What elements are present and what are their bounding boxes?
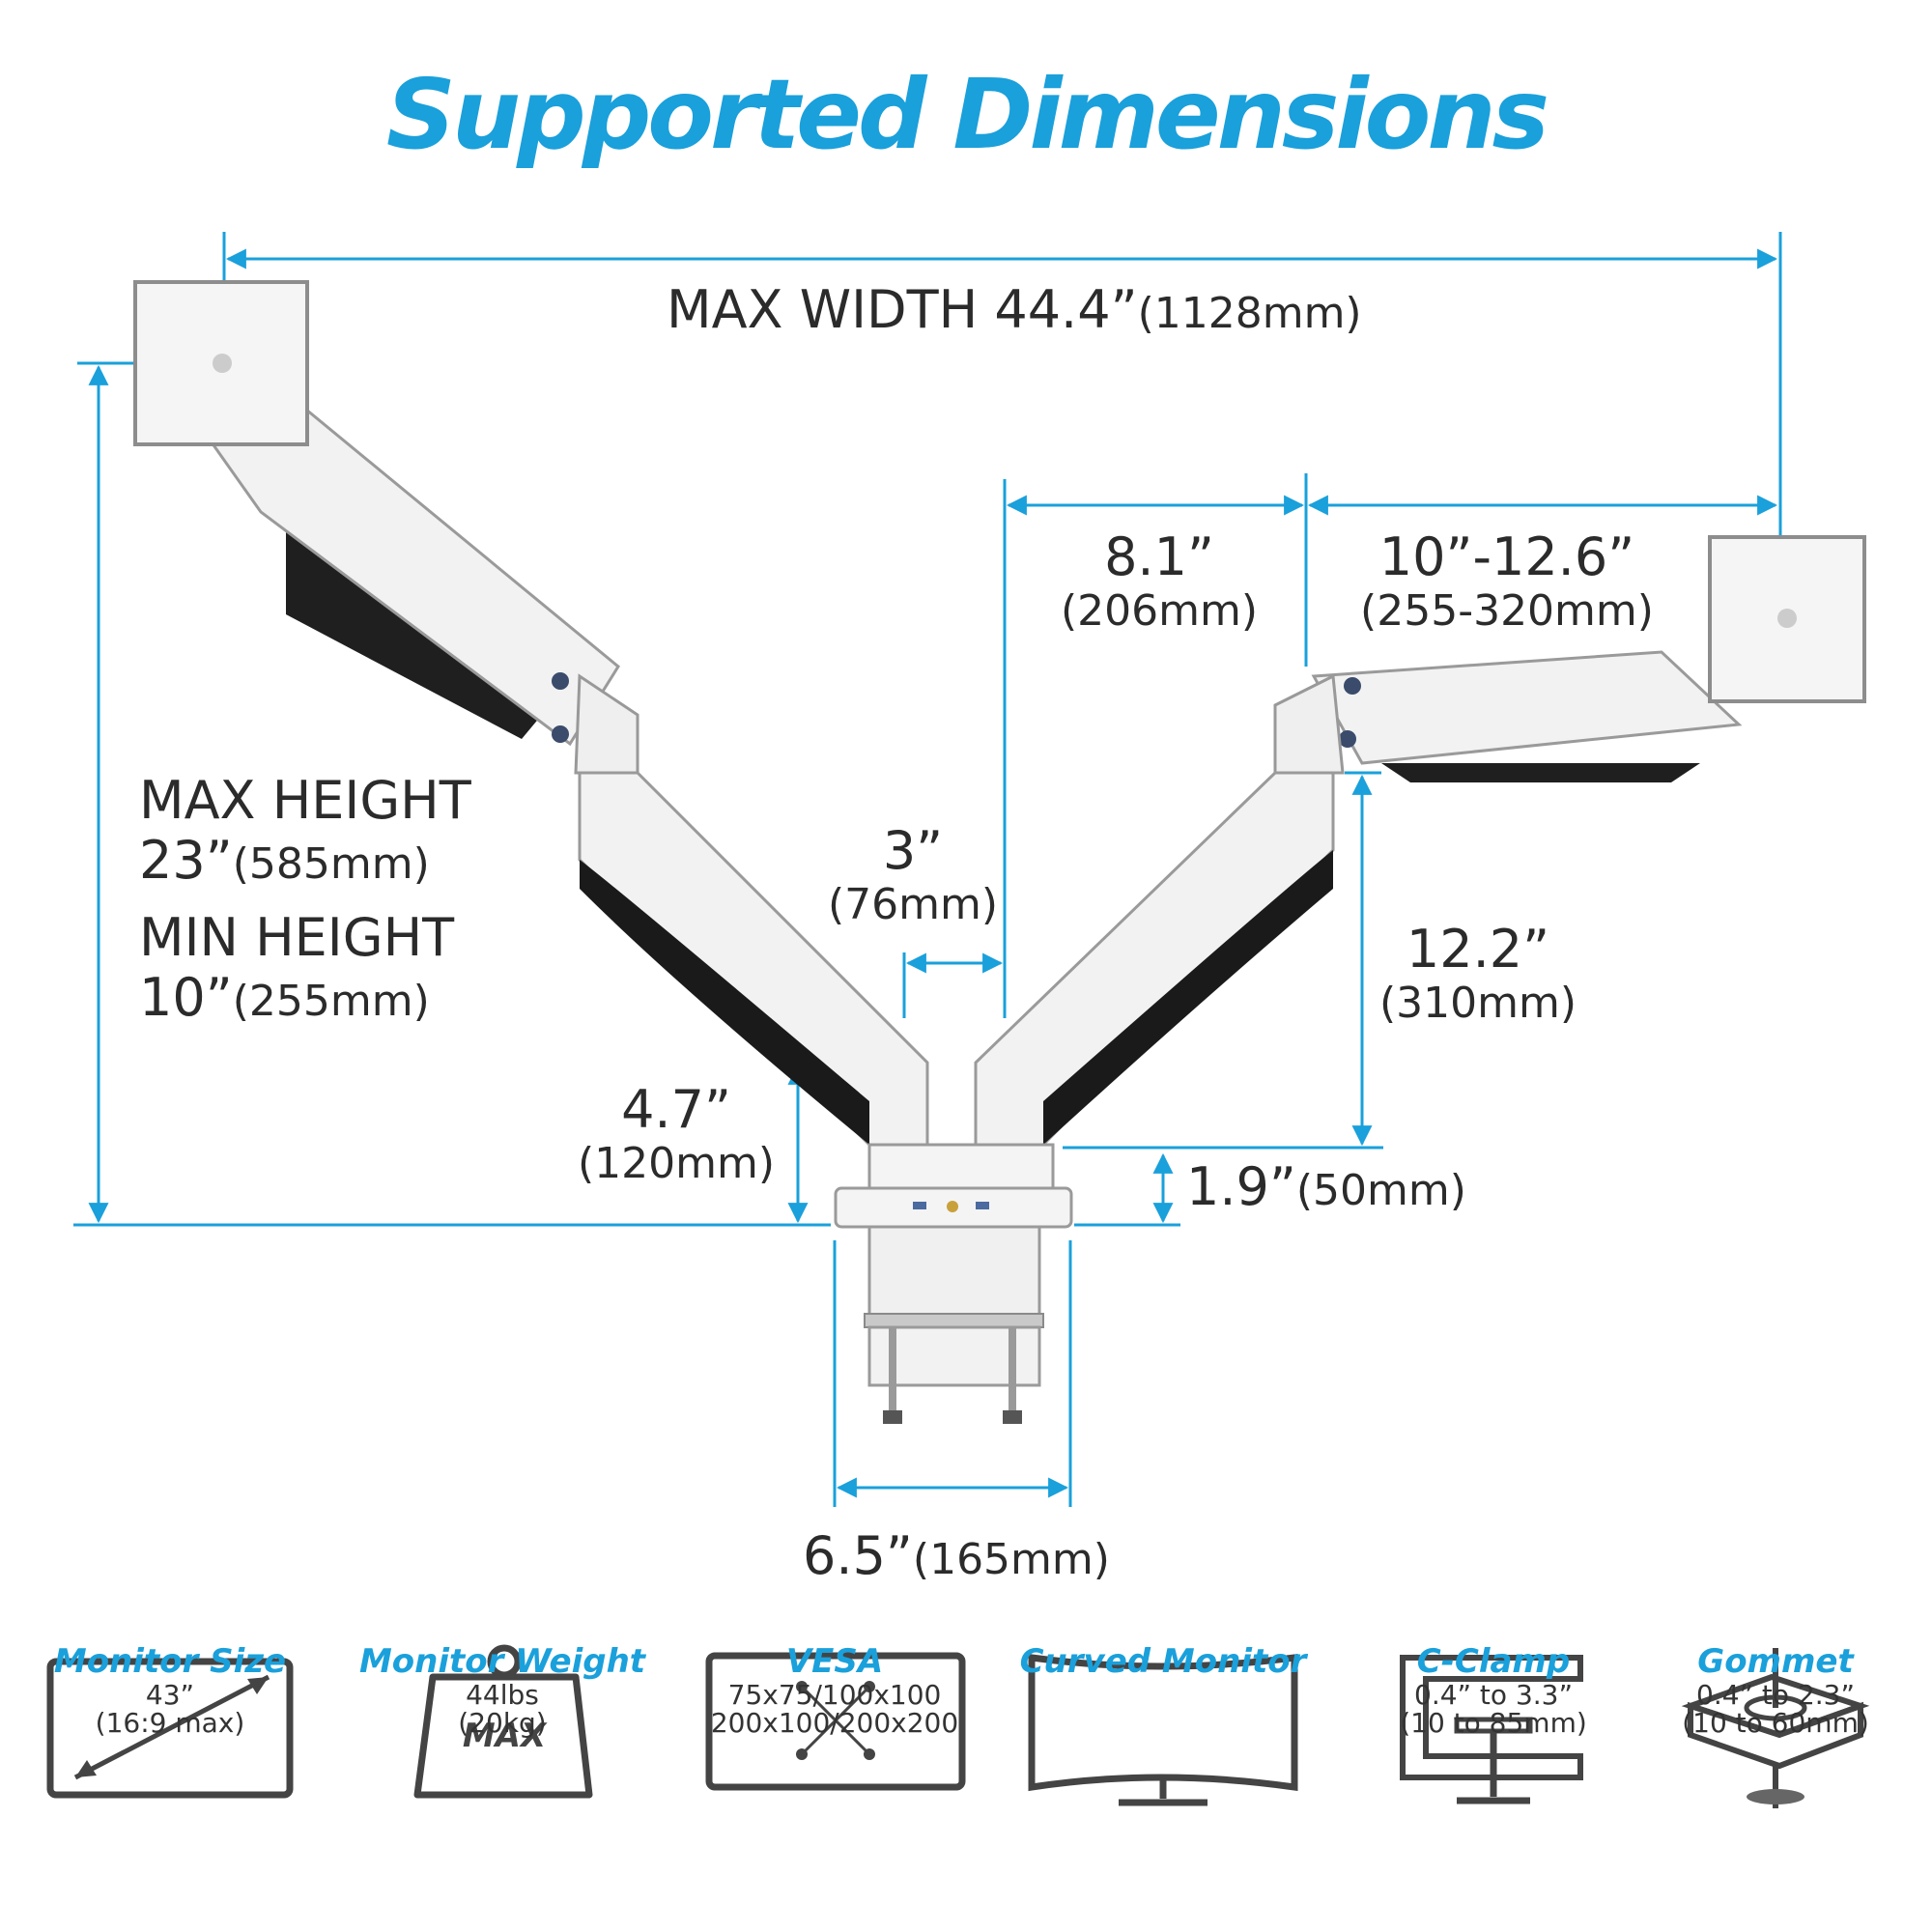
right-arm	[974, 535, 1866, 1147]
clamp-height-metric: (50mm)	[1295, 1166, 1466, 1215]
feature-label: Monitor Size	[53, 1642, 287, 1681]
arm-length-value: 8.1”	[1104, 526, 1214, 587]
max-height-value: 23”	[139, 830, 233, 892]
dimension-lines	[73, 232, 1782, 1507]
grommet-icon	[1681, 1648, 1870, 1808]
arm-height-value: 12.2”	[1406, 919, 1550, 980]
clamp-height-label: 1.9”(50mm)	[1186, 1156, 1466, 1217]
feature-label: VESA	[785, 1642, 884, 1681]
base-height-label: 4.7” (120mm)	[570, 1079, 782, 1189]
clamp-base	[834, 1143, 1073, 1424]
max-width-label: MAX WIDTH 44.4”(1128mm)	[667, 279, 1362, 340]
feature-detail: (20kg)	[458, 1707, 547, 1740]
vesa-icon	[705, 1652, 966, 1791]
arm-height-metric: (310mm)	[1378, 979, 1577, 1029]
arm-extension-label: 10”-12.6” (255-320mm)	[1343, 526, 1671, 637]
c-clamp-icon	[1400, 1655, 1583, 1804]
pole-gap-label: 3” (76mm)	[821, 820, 1005, 930]
max-width-metric: (1128mm)	[1137, 289, 1362, 338]
base-height-metric: (120mm)	[577, 1139, 776, 1189]
arm-height-label: 12.2” (310mm)	[1372, 919, 1584, 1029]
feature-detail: 200x100/200x200	[710, 1707, 959, 1740]
feature-vesa: VESA 75x75/100x100 200x100/200x200	[690, 1642, 980, 1738]
left-arm	[133, 280, 929, 1147]
weight-icon-text: MAX	[463, 1717, 548, 1755]
base-width-value: 6.5”	[803, 1525, 913, 1586]
feature-monitor-size: Monitor Size 43” (16:9 max)	[25, 1642, 315, 1738]
clamp-height-value: 1.9”	[1186, 1156, 1296, 1217]
feature-c-clamp: C-Clamp 0.4” to 3.3” (10 to 85mm)	[1349, 1642, 1638, 1738]
feature-curved-monitor: Curved Monitor	[1018, 1642, 1308, 1681]
feature-detail: (10 to 85mm)	[1400, 1707, 1587, 1740]
page-title: Supported Dimensions	[385, 58, 1549, 171]
arm-extension-value: 10”-12.6”	[1378, 526, 1635, 587]
feature-label: C-Clamp	[1416, 1642, 1571, 1681]
feature-detail: (10 to 60mm)	[1682, 1707, 1869, 1740]
feature-grommet: Gommet 0.4” to 2.3” (10 to 60mm)	[1631, 1642, 1920, 1738]
max-width-value: MAX WIDTH 44.4”	[667, 279, 1138, 340]
min-height-metric: (255mm)	[232, 977, 430, 1027]
feature-detail: 44lbs	[466, 1679, 539, 1711]
feature-detail: (16:9 max)	[95, 1707, 245, 1740]
arm-length-metric: (206mm)	[1060, 586, 1259, 637]
base-width-label: 6.5”(165mm)	[773, 1525, 1140, 1586]
min-height-title: MIN HEIGHT	[139, 907, 455, 968]
feature-label: Monitor Weight	[358, 1642, 646, 1681]
arm-extension-metric: (255-320mm)	[1360, 586, 1654, 637]
base-height-value: 4.7”	[621, 1079, 731, 1140]
feature-detail: 0.4” to 3.3”	[1414, 1679, 1573, 1711]
min-height-value: 10”	[139, 967, 233, 1029]
feature-label: Curved Monitor	[1019, 1642, 1307, 1681]
base-width-metric: (165mm)	[912, 1535, 1110, 1584]
arm-length-label: 8.1” (206mm)	[1043, 526, 1275, 637]
monitor-size-icon	[46, 1658, 294, 1799]
weight-icon: MAX	[413, 1644, 593, 1799]
curved-monitor-icon	[1028, 1653, 1298, 1806]
feature-label: Gommet	[1697, 1642, 1854, 1681]
feature-monitor-weight: Monitor Weight 44lbs (20kg)	[357, 1642, 647, 1738]
feature-icons: MAX	[46, 1644, 1870, 1808]
feature-detail: 43”	[145, 1679, 195, 1711]
max-height-label: MAX HEIGHT 23”(585mm)	[139, 770, 471, 892]
max-height-title: MAX HEIGHT	[139, 770, 471, 831]
min-height-label: MIN HEIGHT 10”(255mm)	[139, 907, 455, 1029]
feature-detail: 75x75/100x100	[727, 1679, 942, 1711]
feature-detail: 0.4” to 2.3”	[1696, 1679, 1855, 1711]
pole-gap-metric: (76mm)	[827, 880, 999, 930]
pole-gap-value: 3”	[882, 820, 944, 881]
max-height-metric: (585mm)	[232, 839, 430, 890]
